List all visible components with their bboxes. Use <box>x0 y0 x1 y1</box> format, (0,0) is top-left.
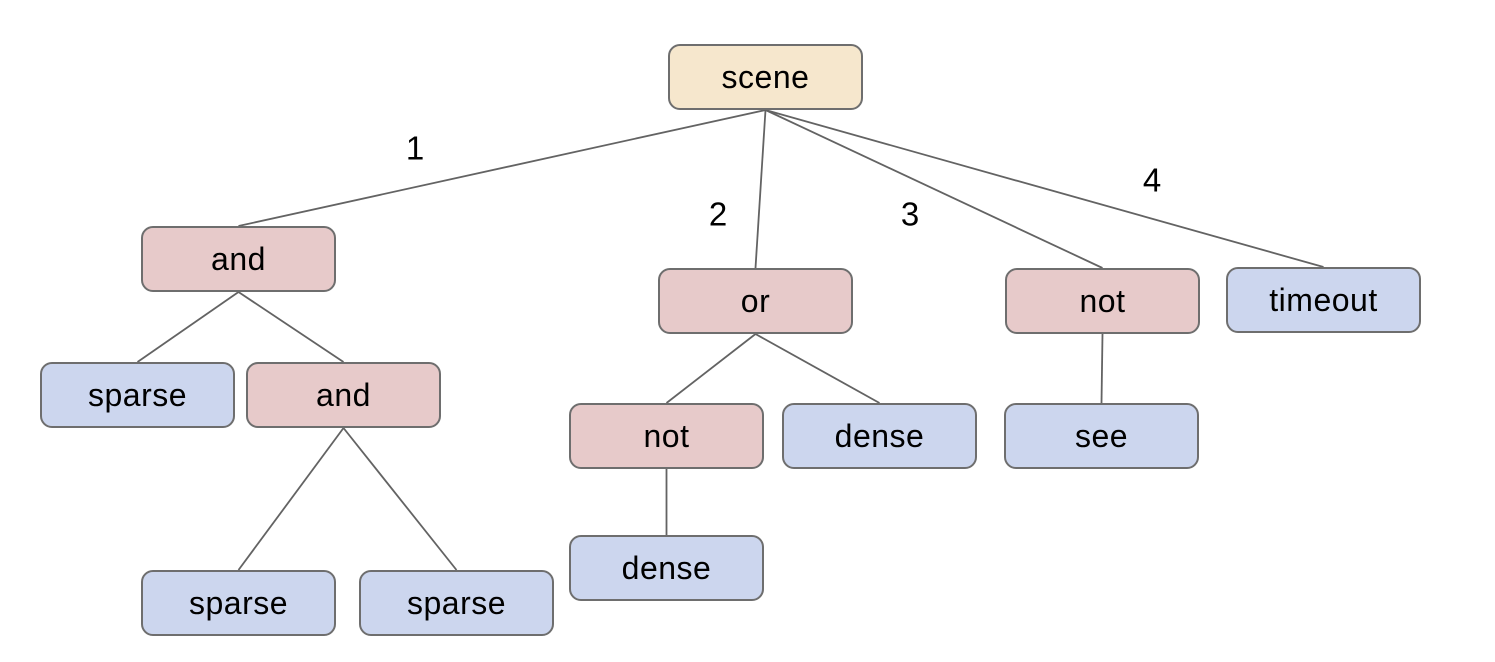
edge-label-4: 4 <box>1142 161 1162 199</box>
node-scene: scene <box>668 44 863 110</box>
edge-line-scene-timeout <box>765 109 1324 268</box>
node-label: sparse <box>87 376 188 413</box>
node-label: scene <box>721 58 810 95</box>
edge-line-not1-see <box>1100 333 1104 404</box>
node-label: and <box>211 240 266 277</box>
edge-line-scene-not1 <box>765 109 1103 269</box>
node-label: dense <box>834 417 925 454</box>
node-sparse2: sparse <box>141 570 336 636</box>
edge-label-2: 2 <box>708 195 728 233</box>
node-label: dense <box>621 549 712 586</box>
edge-line-and2-sparse3 <box>342 427 458 571</box>
node-label: see <box>1074 417 1129 454</box>
node-sparse3: sparse <box>359 570 554 636</box>
node-label: and <box>316 376 371 413</box>
node-label: sparse <box>188 584 289 621</box>
node-label: or <box>740 282 771 319</box>
edge-label-3: 3 <box>900 195 920 233</box>
node-sparse1: sparse <box>40 362 235 428</box>
node-label: not <box>1079 282 1126 319</box>
edge-line-scene-or1 <box>754 109 767 269</box>
node-timeout: timeout <box>1226 267 1421 333</box>
edge-line-scene-and1 <box>238 109 766 227</box>
node-label: not <box>643 417 690 454</box>
edge-line-and1-and2 <box>238 291 344 363</box>
node-and2: and <box>246 362 441 428</box>
edge-label-1: 1 <box>405 129 425 167</box>
node-and1: and <box>141 226 336 292</box>
edge-line-or1-dense1 <box>755 333 880 404</box>
edge-line-and1-sparse1 <box>136 291 240 363</box>
node-label: timeout <box>1269 281 1378 318</box>
node-see: see <box>1004 403 1199 469</box>
edge-line-or1-not2 <box>665 333 757 404</box>
edge-line-and2-sparse2 <box>237 427 345 571</box>
node-dense2: dense <box>569 535 764 601</box>
node-label: sparse <box>406 584 507 621</box>
node-not1: not <box>1005 268 1200 334</box>
node-not2: not <box>569 403 764 469</box>
node-or1: or <box>658 268 853 334</box>
node-dense1: dense <box>782 403 977 469</box>
